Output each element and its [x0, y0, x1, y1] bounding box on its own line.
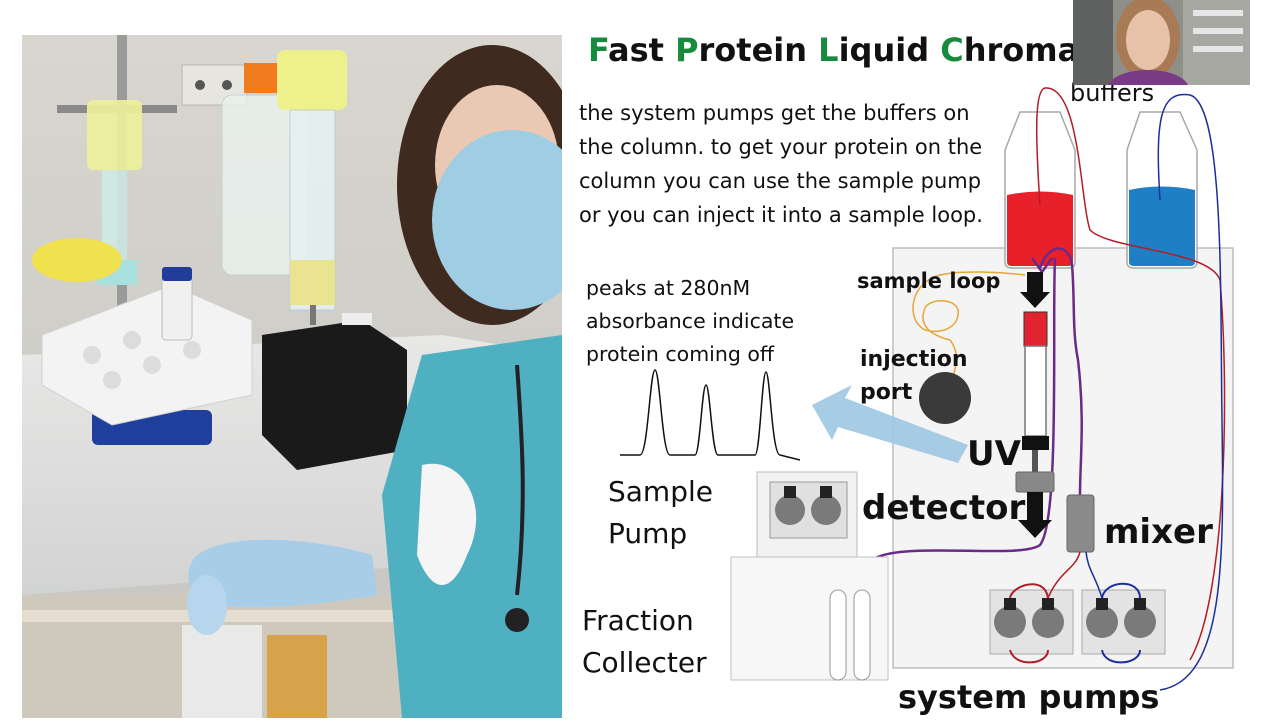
title-initial-f: F [588, 31, 608, 69]
title-initial-l: L [818, 31, 839, 69]
label-sample: Sample [608, 475, 713, 508]
label-injection: injection [860, 347, 968, 372]
label-fraction: Fraction [582, 604, 694, 637]
lab-photo [22, 35, 562, 718]
label-system-pumps: system pumps [898, 678, 1160, 716]
label-uv: UV [967, 434, 1021, 474]
system-pump-right [1081, 589, 1166, 655]
instrument-box [892, 247, 1234, 669]
label-port: port [860, 380, 913, 405]
label-pump: Pump [608, 517, 688, 550]
slide-title: Fast Protein Liquid Chromatography [588, 28, 1073, 76]
title-word-chromatography: hromatography [963, 31, 1073, 69]
title-word-liquid: iquid [838, 31, 941, 69]
label-mixer: mixer [1104, 512, 1213, 552]
label-sample-loop: sample loop [857, 269, 1001, 293]
label-detector: detector [862, 488, 1026, 528]
webcam-video [1073, 0, 1250, 85]
label-collecter: Collecter [582, 646, 707, 679]
description-text: the system pumps get the buffers on the … [579, 101, 983, 227]
red-buffer-bottle [1004, 111, 1076, 269]
peaks-note: peaks at 280nM absorbance indicate prote… [586, 276, 795, 366]
title-word-protein: rotein [698, 31, 819, 69]
blue-buffer-bottle [1126, 111, 1198, 269]
title-initial-p: P [675, 31, 699, 69]
title-word-fast: ast [607, 31, 676, 69]
system-pump-left [989, 589, 1074, 655]
title-initial-c: C [940, 31, 964, 69]
